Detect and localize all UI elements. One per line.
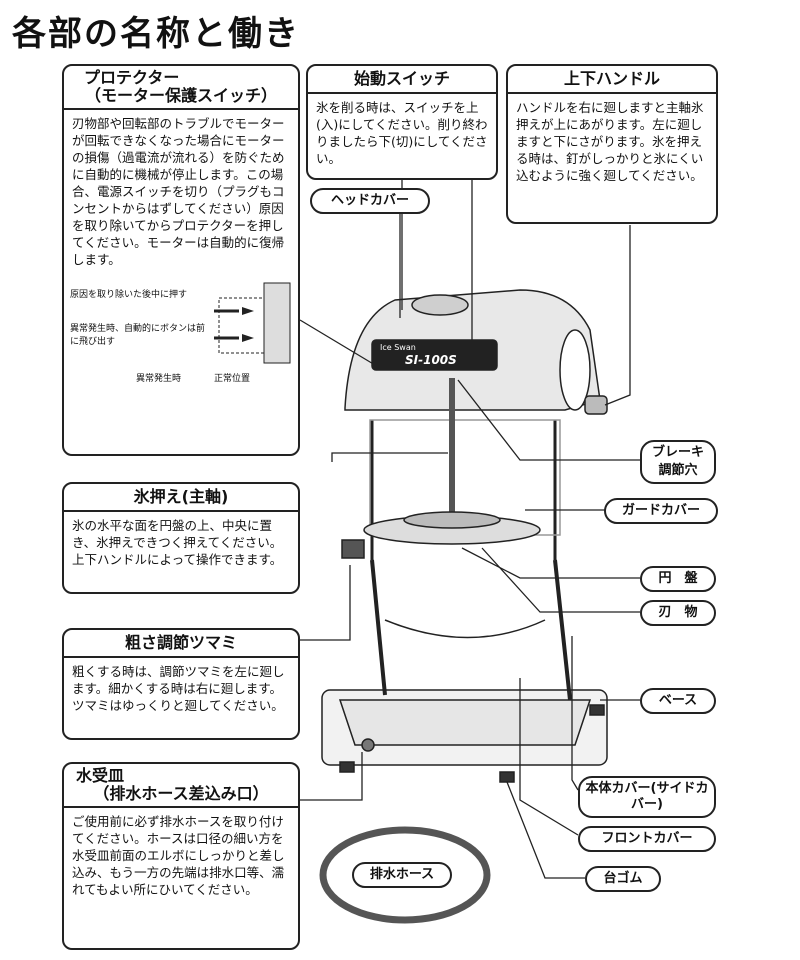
brake-hole-label: ブレーキ調節穴 bbox=[640, 440, 716, 484]
auto-pop-label: 異常発生時、自動的にボタンは前に飛び出す bbox=[70, 324, 206, 347]
rubber-foot-label: 台ゴム bbox=[585, 866, 661, 892]
tray-body: ご使用前に必ず排水ホースを取り付けてください。ホースは口径の細い方を水受皿前面の… bbox=[72, 814, 285, 897]
handle-body: ハンドルを右に廻しますと主軸氷押えが上にあがります。左に廻しますと下にさがります… bbox=[516, 100, 704, 183]
front-cover-label: フロントカバー bbox=[578, 826, 716, 852]
handle-title: 上下ハンドル bbox=[508, 66, 716, 94]
normal-label: 正常位置 bbox=[214, 374, 251, 384]
protector-body: 刃物部や回転部のトラブルでモーターが回転できなくなった場合にモーターの損傷（過電… bbox=[72, 116, 285, 267]
tray-box: 水受皿 （排水ホース差込み口） ご使用前に必ず排水ホースを取り付けてください。ホ… bbox=[62, 762, 300, 950]
abnormal-label: 異常発生時 bbox=[136, 374, 182, 384]
start-switch-box: 始動スイッチ 氷を削る時は、スイッチを上(入)にしてください。削り終わりましたら… bbox=[306, 64, 498, 180]
model-text: SI-100S bbox=[405, 353, 457, 367]
handle-wheel bbox=[559, 329, 591, 411]
ice-press-body: 氷の水平な面を円盤の上、中央に置き、氷押えできつく押えてください。上下ハンドルに… bbox=[72, 518, 283, 567]
blade-label: 刃 物 bbox=[640, 600, 716, 626]
ice-press-box: 氷押え(主軸) 氷の水平な面を円盤の上、中央に置き、氷押えできつく押えてください… bbox=[62, 482, 300, 594]
start-switch-body: 氷を削る時は、スイッチを上(入)にしてください。削り終わりましたら下(切)にして… bbox=[316, 100, 488, 166]
coarse-knob-box: 粗さ調節ツマミ 粗くする時は、調節ツマミを左に廻します。細かくする時は右に廻しま… bbox=[62, 628, 300, 740]
drain-hose-shape bbox=[319, 826, 491, 924]
handle-box: 上下ハンドル ハンドルを右に廻しますと主軸氷押えが上にあがります。左に廻しますと… bbox=[506, 64, 718, 224]
coarse-knob-title: 粗さ調節ツマミ bbox=[64, 630, 298, 658]
brand-text: Ice Swan bbox=[380, 343, 416, 352]
protector-title: プロテクター bbox=[84, 68, 180, 87]
body-cover-label: 本体カバー(サイドカバー) bbox=[578, 776, 716, 818]
protector-subtitle: （モーター保護スイッチ） bbox=[84, 86, 277, 105]
guard-cover-label: ガードカバー bbox=[604, 498, 718, 524]
protector-diagram: 原因を取り除いた後中に押す 異常発生時、自動的にボタンは前に飛び出す 異常発生時… bbox=[64, 273, 298, 393]
coarse-knob-body: 粗くする時は、調節ツマミを左に廻します。細かくする時は右に廻します。ツマミはゆっ… bbox=[72, 664, 285, 713]
drain-hose-label: 排水ホース bbox=[352, 862, 452, 888]
start-switch-title: 始動スイッチ bbox=[308, 66, 496, 94]
tray-subtitle: （排水ホース差込み口） bbox=[93, 784, 269, 803]
reset-press-label: 原因を取り除いた後中に押す bbox=[70, 290, 188, 300]
base-label: ベース bbox=[640, 688, 716, 714]
coarse-knob-shape bbox=[341, 539, 365, 559]
head-cover-label: ヘッドカバー bbox=[310, 188, 430, 214]
page-title: 各部の名称と働き bbox=[12, 14, 300, 54]
model-plate bbox=[371, 339, 498, 371]
ice-press-title: 氷押え(主軸) bbox=[64, 484, 298, 512]
protector-box: プロテクター （モーター保護スイッチ） 刃物部や回転部のトラブルでモーターが回転… bbox=[62, 64, 300, 456]
disk-label: 円 盤 bbox=[640, 566, 716, 592]
tray-title: 水受皿 bbox=[76, 766, 125, 785]
